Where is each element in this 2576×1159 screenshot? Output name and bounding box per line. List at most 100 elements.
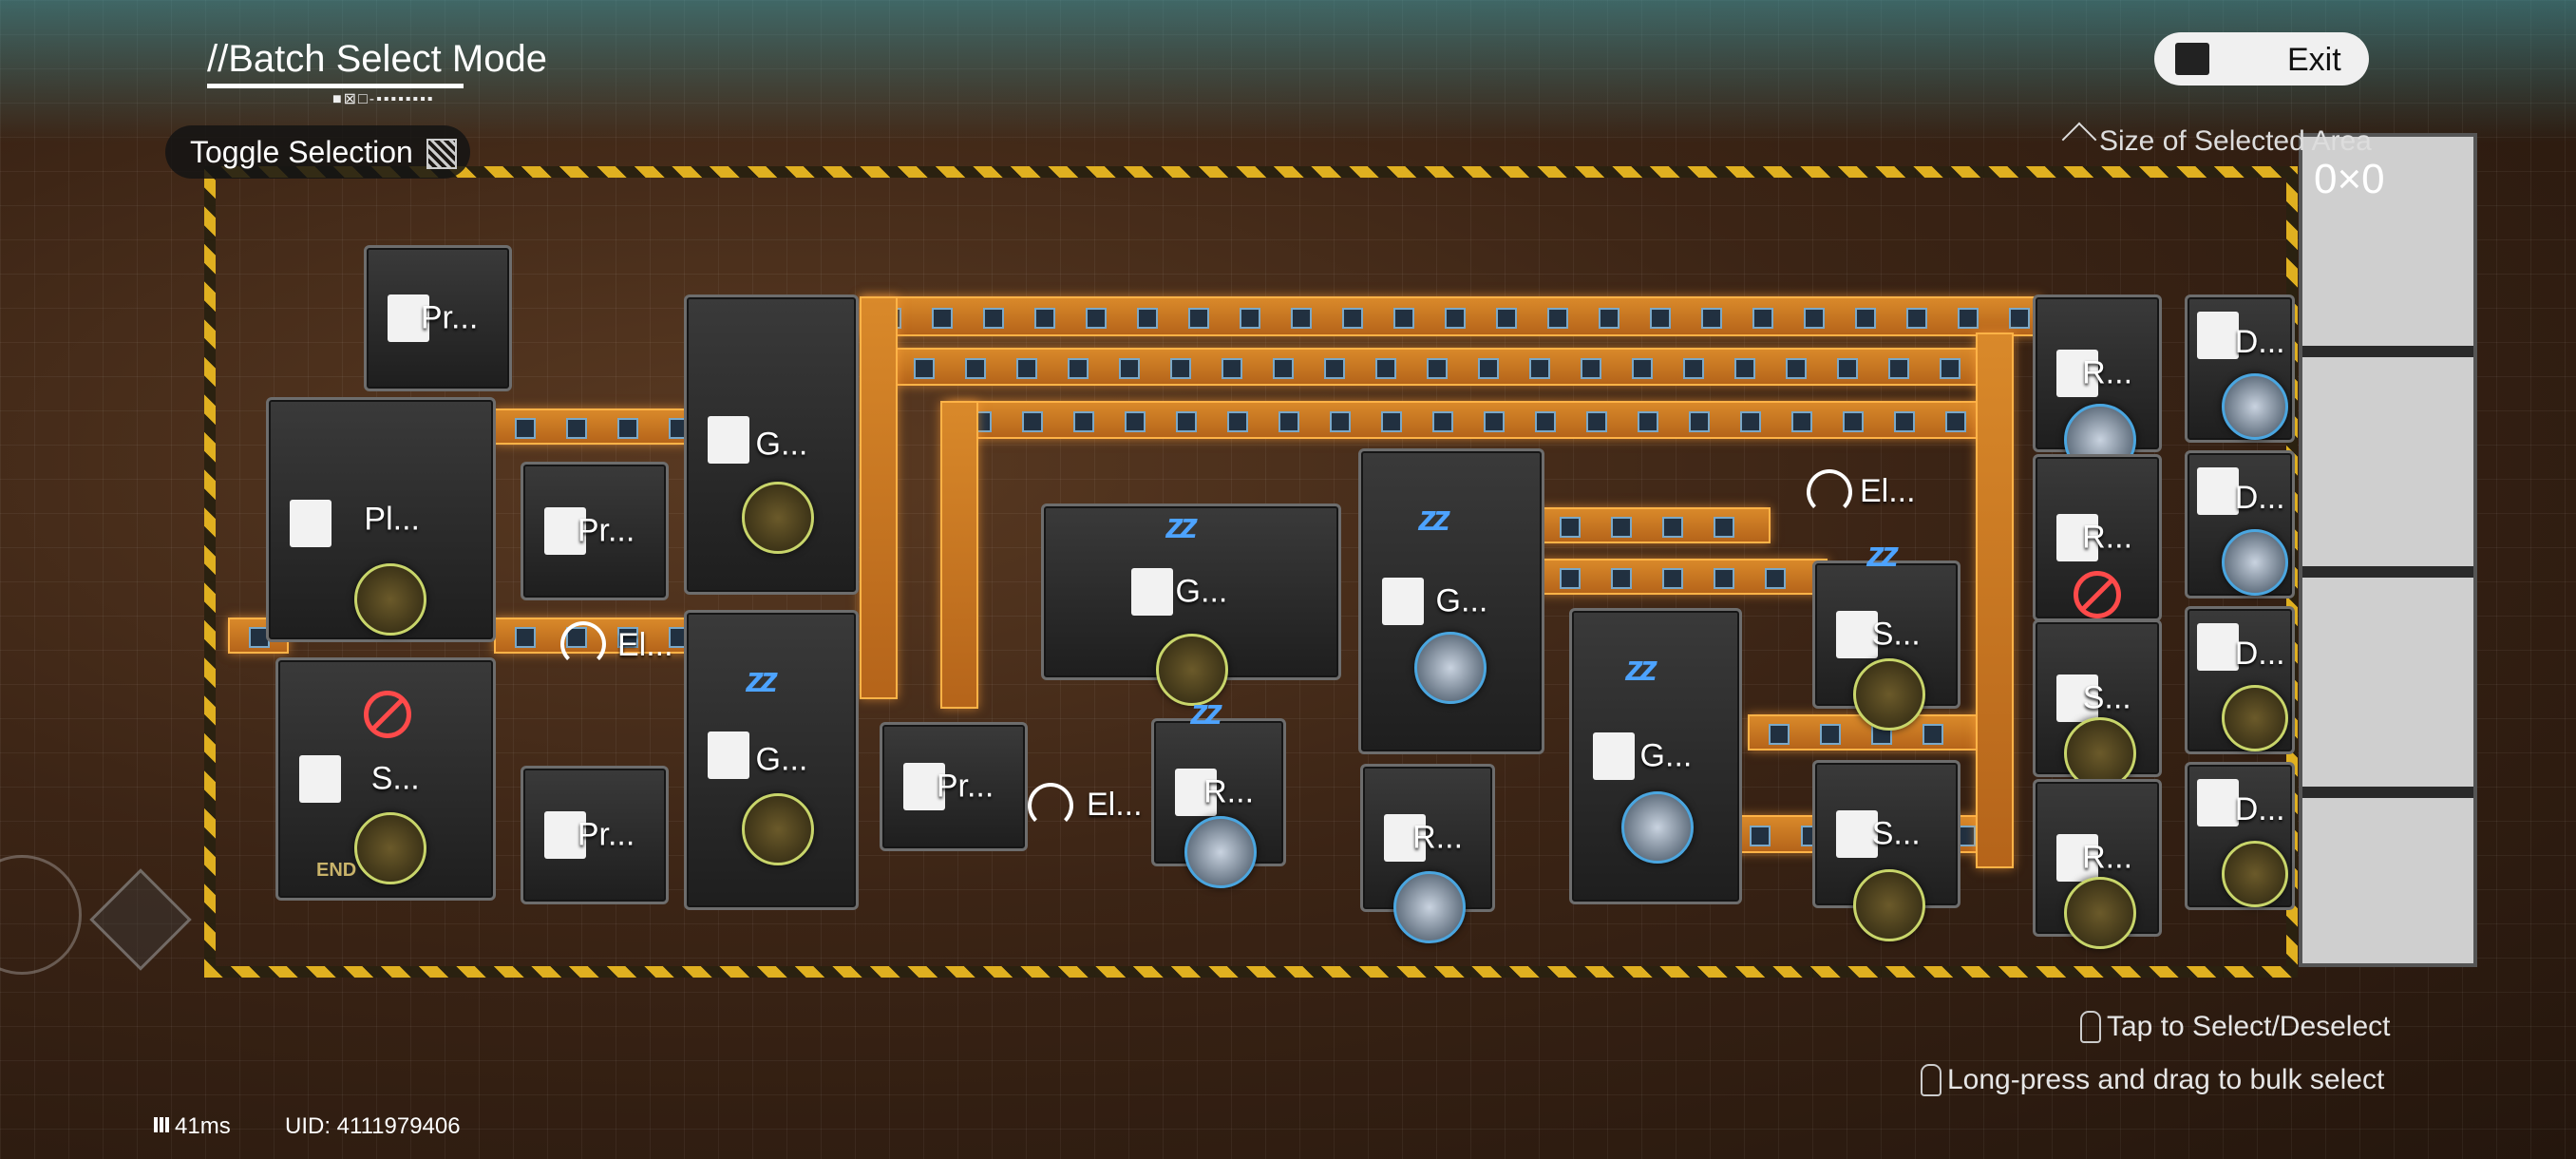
machine-pr-2[interactable]: Pr... <box>521 462 669 600</box>
belt-item-icon <box>1791 411 1812 432</box>
assembler-icon <box>1382 578 1424 625</box>
plant-item-icon <box>354 563 426 636</box>
crusher-icon <box>1836 611 1878 658</box>
ore-chunk-item-icon <box>2222 841 2288 907</box>
document-icon <box>388 294 429 342</box>
port-icon <box>2197 623 2239 671</box>
machine-r-3[interactable]: R... <box>2033 294 2162 476</box>
machine-pl[interactable]: Pl... <box>266 397 496 642</box>
machine-pr-3[interactable]: Pr... <box>521 766 669 904</box>
selection-grid-icon <box>426 139 457 169</box>
belt-item-icon <box>617 627 638 648</box>
belt-vertical-mid[interactable] <box>940 401 978 709</box>
belt-item-icon <box>1022 411 1043 432</box>
belt-item-icon <box>1445 308 1466 329</box>
machine-label: R... <box>1203 773 1255 810</box>
machine-s-2[interactable]: zz S... <box>1812 535 1960 731</box>
belt-item-icon <box>1478 358 1499 379</box>
ore-chunk-item-icon <box>1853 869 1925 941</box>
exit-button[interactable]: Exit <box>2154 32 2369 86</box>
depot-port-3[interactable]: D... <box>2185 606 2295 754</box>
port-label: D... <box>2234 324 2285 361</box>
belt-item-icon <box>1734 358 1755 379</box>
sleep-icon: zz <box>1190 693 1222 732</box>
belt-item-icon <box>1381 411 1402 432</box>
machine-label: S... <box>2082 679 2131 716</box>
sleep-icon: zz <box>1418 499 1450 539</box>
belt-item-icon <box>932 308 953 329</box>
belt-top-2[interactable] <box>893 348 1998 386</box>
belt-item-icon <box>1137 308 1158 329</box>
belt-item-icon <box>1894 411 1915 432</box>
machine-label: S... <box>370 760 420 797</box>
belt-item-icon <box>1940 358 1960 379</box>
depot-port-4[interactable]: D... <box>2185 762 2295 910</box>
belt-item-icon <box>515 627 536 648</box>
belt-item-icon <box>1923 724 1943 745</box>
machine-g-1[interactable]: G... <box>684 294 859 595</box>
refinery-icon <box>2056 514 2098 561</box>
machine-s-4[interactable]: S... <box>2033 619 2162 789</box>
machine-r-1[interactable]: zz R... <box>1151 693 1286 888</box>
belt-item-icon <box>1611 568 1632 589</box>
belt-item-icon <box>1324 358 1345 379</box>
belt-item-icon <box>1740 411 1761 432</box>
machine-g-2[interactable]: zz G... <box>684 610 859 910</box>
belt-top-3[interactable] <box>950 401 1979 439</box>
crate-item-icon <box>1393 871 1466 943</box>
belt-item-icon <box>1945 411 1966 432</box>
machine-r-2[interactable]: R... <box>1360 764 1495 943</box>
refinery-icon <box>2056 350 2098 397</box>
belt-item-icon <box>1843 411 1864 432</box>
belt-mid-2[interactable] <box>1539 559 1828 595</box>
machine-label: G... <box>755 741 808 778</box>
powder-item-icon <box>2064 717 2136 789</box>
belt-right-vertical[interactable] <box>1976 332 2014 868</box>
depot-port-1[interactable]: D... <box>2185 294 2295 443</box>
belt-item-icon <box>1068 358 1089 379</box>
ground-marking: END <box>316 860 357 881</box>
machine-r-4[interactable]: R... <box>2033 454 2162 621</box>
depot-port-2[interactable]: D... <box>2185 450 2295 598</box>
machine-label: Pl... <box>364 501 421 538</box>
hint-longpress-text: Long-press and drag to bulk select <box>1947 1064 2385 1095</box>
belt-item-icon <box>1632 358 1653 379</box>
belt-item-icon <box>1714 517 1734 538</box>
belt-item-icon <box>1086 308 1107 329</box>
machine-label: Pr... <box>420 299 479 336</box>
belt-left-1[interactable] <box>494 408 690 445</box>
machine-pr-4[interactable]: Pr... <box>880 722 1028 851</box>
machine-pr-1[interactable]: Pr... <box>364 245 512 391</box>
belt-item-icon <box>1375 358 1396 379</box>
belt-item-icon <box>1073 411 1094 432</box>
machine-r-5[interactable]: R... <box>2033 779 2162 949</box>
belt-item-icon <box>1820 724 1841 745</box>
ping-indicator: 41ms <box>154 1113 231 1140</box>
refinery-icon <box>1384 814 1426 862</box>
machine-g-4[interactable]: zz G... <box>1358 448 1544 754</box>
belt-vertical-left[interactable] <box>860 296 898 699</box>
depot-rail[interactable] <box>2299 133 2477 967</box>
signal-bars-icon <box>154 1117 169 1132</box>
electric-pylon-2[interactable]: El... <box>1022 779 1143 836</box>
electric-pylon-3[interactable]: El... <box>1801 466 1916 522</box>
toggle-selection-button[interactable]: Toggle Selection <box>165 125 470 179</box>
belt-item-icon <box>1611 517 1632 538</box>
machine-g-5[interactable]: zz G... <box>1569 608 1742 904</box>
belt-item-icon <box>1804 308 1825 329</box>
belt-top-1[interactable] <box>860 296 2041 336</box>
coil-item-icon <box>1184 816 1257 888</box>
machine-s-3[interactable]: S... <box>1812 760 1960 941</box>
plant-item-icon <box>2222 685 2288 751</box>
machine-label: G... <box>755 426 808 463</box>
belt-item-icon <box>1765 568 1786 589</box>
belt-item-icon <box>2009 308 2030 329</box>
belt-item-icon <box>1683 358 1704 379</box>
machine-s-1[interactable]: S... END <box>275 657 496 901</box>
electric-pylon-1[interactable]: El... <box>555 618 673 674</box>
belt-mid-1[interactable] <box>1539 507 1771 543</box>
machine-g-3[interactable]: zz G... <box>1041 504 1341 706</box>
uid-label: UID: 4111979406 <box>285 1113 461 1139</box>
belt-item-icon <box>1769 724 1790 745</box>
belt-item-icon <box>1227 411 1248 432</box>
